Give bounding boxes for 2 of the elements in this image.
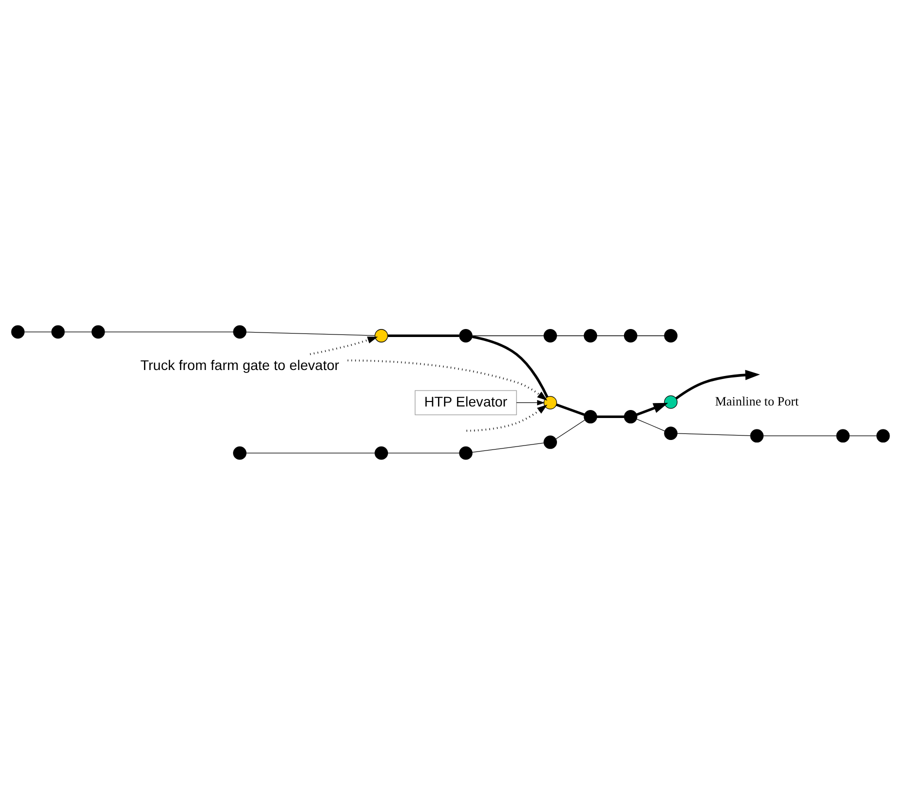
node-text: Truck from farm gate to elevator — [140, 356, 340, 373]
label: Mainline to Port — [715, 394, 799, 408]
